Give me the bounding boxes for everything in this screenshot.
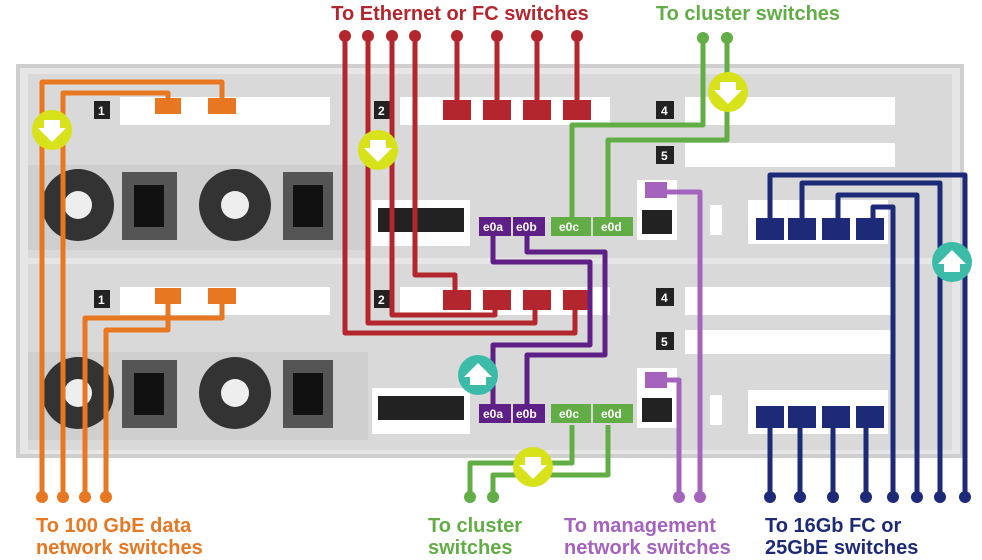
label-cluster-bottom-2: switches xyxy=(428,537,512,559)
label-data-network-1: To 100 GbE data xyxy=(36,515,192,537)
mgmt-cables xyxy=(665,189,703,497)
rj45-port[interactable] xyxy=(642,210,672,234)
slot-5-label: 5 xyxy=(661,335,668,349)
down-arrow-icon xyxy=(513,447,553,487)
slot-1-label: 1 xyxy=(98,293,105,307)
slot-2-label: 2 xyxy=(378,104,385,118)
down-arrow-icon xyxy=(708,72,748,112)
label-ethernet-fc: To Ethernet or FC switches xyxy=(331,3,588,25)
label-fc-1: To 16Gb FC or xyxy=(765,515,902,537)
port-e0d[interactable]: e0d xyxy=(601,220,622,234)
ports-top: e0a e0b e0c e0d xyxy=(479,217,633,236)
rj45-port[interactable] xyxy=(642,398,672,422)
navy-cables xyxy=(767,172,968,497)
port-e0a[interactable]: e0a xyxy=(483,407,503,421)
port-e0c[interactable]: e0c xyxy=(559,407,579,421)
slot-1-label: 1 xyxy=(98,104,105,118)
wrench-icon xyxy=(645,182,667,198)
down-arrow-icon xyxy=(358,130,398,170)
down-arrow-icon xyxy=(32,110,72,150)
port-e0d[interactable]: e0d xyxy=(601,407,622,421)
port-e0c[interactable]: e0c xyxy=(559,220,579,234)
purple-cables xyxy=(490,236,608,405)
label-cluster-top: To cluster switches xyxy=(656,3,840,25)
slot-4-label: 4 xyxy=(661,104,668,118)
label-management-1: To management xyxy=(564,515,716,537)
ports-bottom: e0a e0b e0c e0d xyxy=(479,404,633,423)
orange-cables xyxy=(39,79,225,497)
label-data-network-2: network switches xyxy=(36,537,203,559)
up-arrow-icon xyxy=(932,242,972,282)
port-e0b[interactable]: e0b xyxy=(516,220,537,234)
port-e0b[interactable]: e0b xyxy=(516,407,537,421)
slot-4-label: 4 xyxy=(661,291,668,305)
port-e0a[interactable]: e0a xyxy=(483,220,503,234)
label-cluster-bottom-1: To cluster xyxy=(428,515,522,537)
label-management-2: network switches xyxy=(564,537,731,559)
wrench-icon xyxy=(645,372,667,388)
slot-5-label: 5 xyxy=(661,149,668,163)
up-arrow-icon xyxy=(458,355,498,395)
label-fc-2: 25GbE switches xyxy=(765,537,918,559)
slot-2-label: 2 xyxy=(378,293,385,307)
